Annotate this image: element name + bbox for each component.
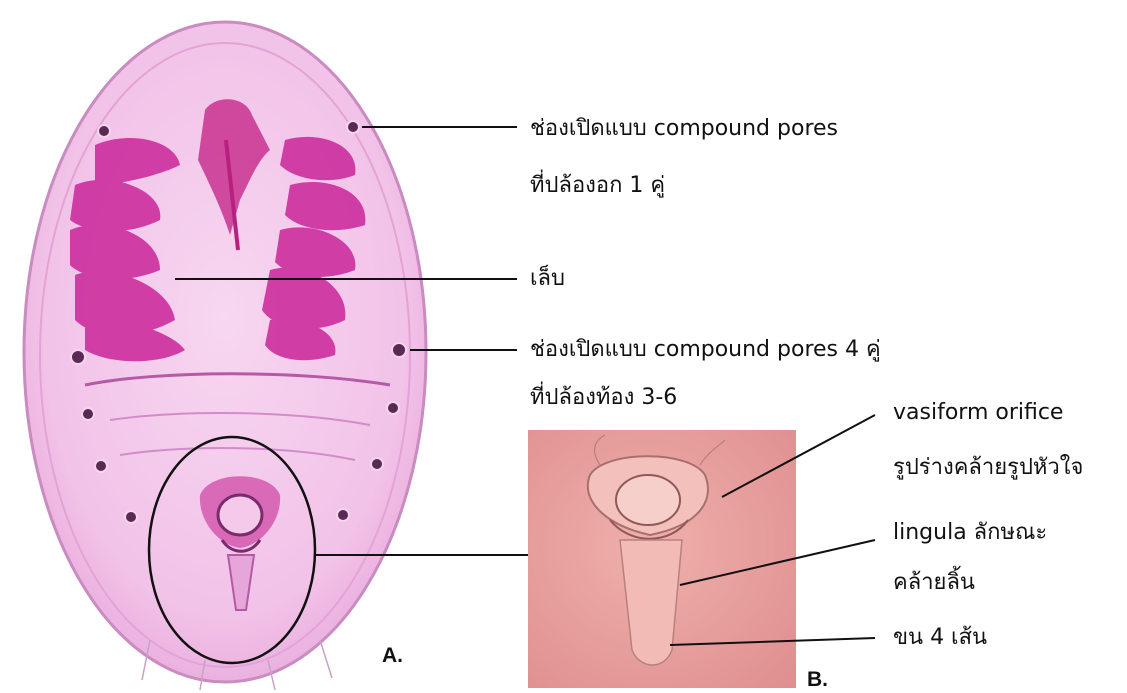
panel-label-b: B. [807, 668, 828, 692]
label-vasiform-2: รูปร่างคล้ายรูปหัวใจ [893, 455, 1083, 481]
label-lingula-1: lingula ลักษณะ [893, 520, 1047, 546]
inset-orifice-inner [616, 475, 680, 525]
label-claw: เล็บ [530, 266, 565, 292]
label-lingula-2: คล้ายลิ้น [893, 570, 975, 596]
label-compound-pores-abdomen-1: ช่องเปิดแบบ compound pores 4 คู่ [530, 337, 881, 363]
label-vasiform-1: vasiform orifice [893, 400, 1063, 426]
label-setae: ขน 4 เส้น [893, 625, 987, 651]
label-compound-pores-thorax-1: ช่องเปิดแบบ compound pores [530, 116, 838, 142]
panel-label-a: A. [382, 644, 403, 668]
label-compound-pores-abdomen-2: ที่ปล้องท้อง 3-6 [530, 385, 677, 411]
inset-panel-b [528, 430, 796, 688]
label-compound-pores-thorax-2: ที่ปล้องอก 1 คู่ [530, 173, 665, 199]
specimen-body-a [24, 22, 426, 690]
